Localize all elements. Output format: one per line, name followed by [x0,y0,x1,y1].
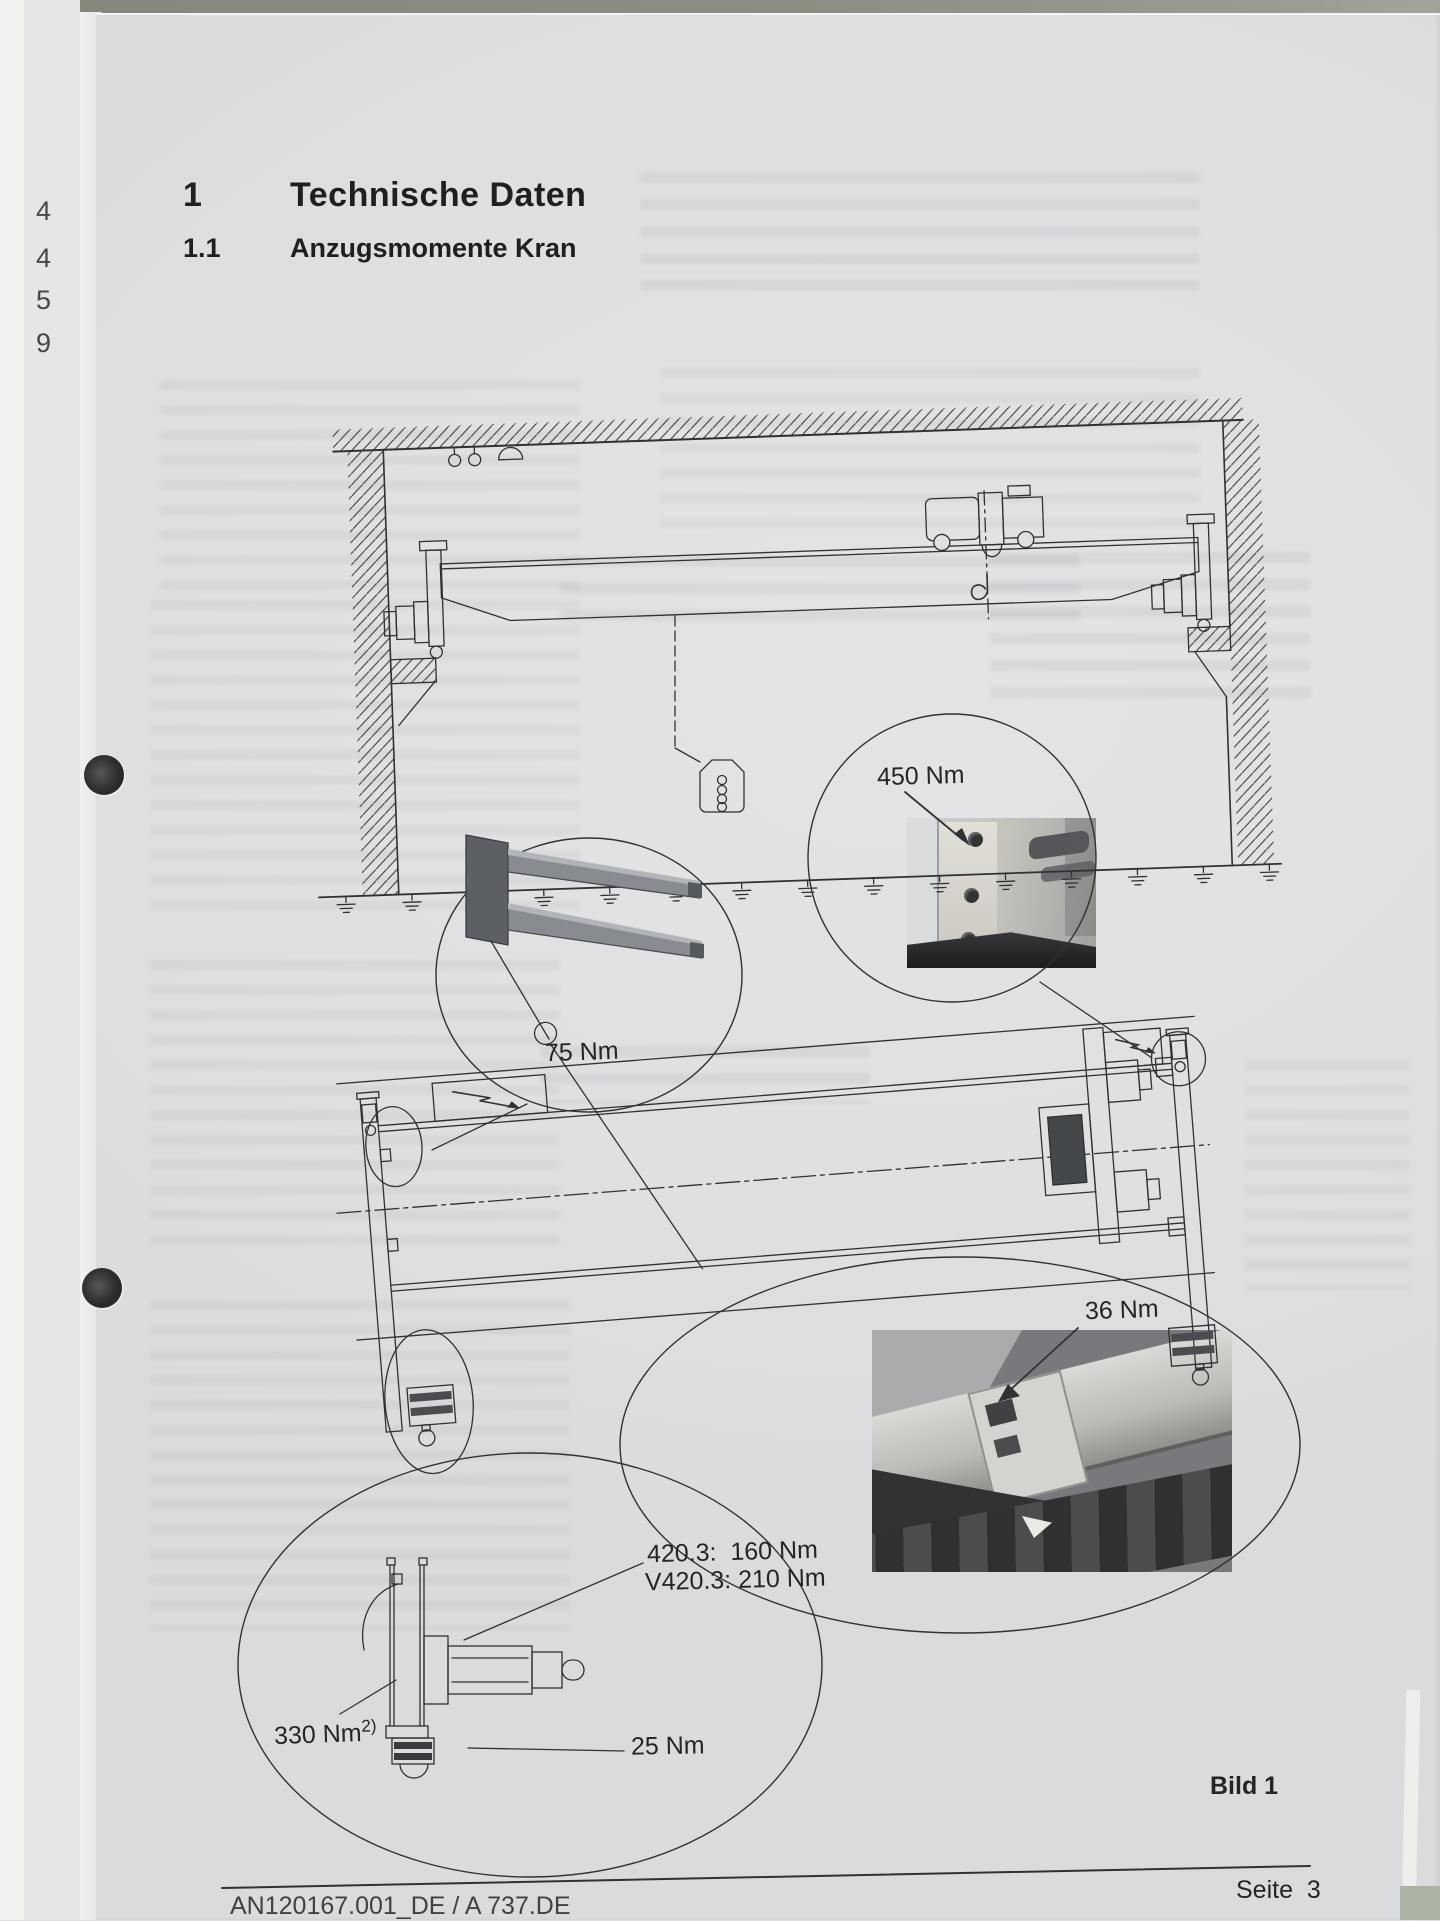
torque-label-330-footnote: 2) [361,1716,377,1736]
torque-label-v420-3: V420.3: 210 Nm [645,1564,826,1598]
detail-ellipse-travel-drive [238,1453,822,1877]
figure-caption: Bild 1 [1210,1772,1278,1801]
document-number: AN120167.001_DE / A 737.DE [230,1892,571,1921]
pendant-control [675,616,744,812]
torque-label-25: 25 Nm [631,1731,705,1761]
detail-circle-bracket [808,714,1152,1058]
subsection-title: Anzugsmomente Kran [290,233,577,264]
torque-label-450: 450 Nm [877,761,965,792]
elevation-view [303,397,1282,913]
torque-label-330-value: 330 Nm [274,1719,362,1750]
plan-view [323,971,1233,1480]
torque-label-330: 330 Nm2) [273,1716,377,1751]
section-number: 1 [183,176,202,215]
detail-circle-corbel [436,835,742,1112]
footer-rule [222,1866,1310,1888]
torque-label-36: 36 Nm [1085,1295,1160,1327]
torque-label-75: 75 Nm [545,1037,620,1069]
page-number-label: Seite 3 [1236,1876,1321,1905]
section-title: Technische Daten [290,176,586,215]
subsection-number: 1.1 [183,233,221,264]
